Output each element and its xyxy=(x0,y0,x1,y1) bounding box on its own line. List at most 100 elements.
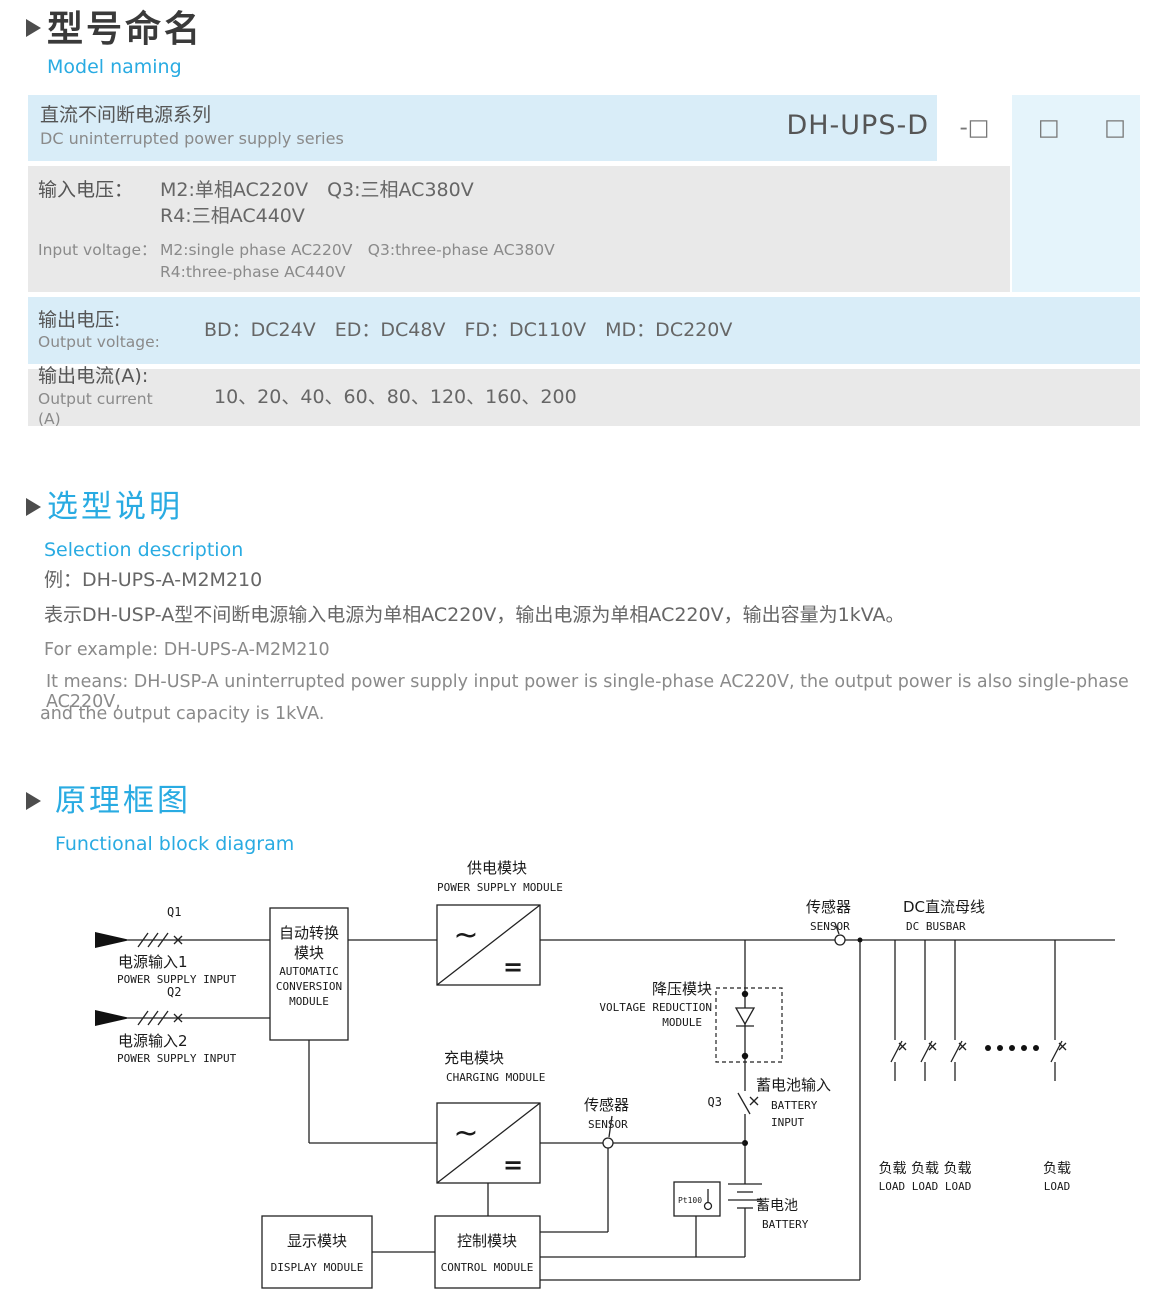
load-branch-3 xyxy=(950,940,967,1081)
code-boxes: □ □ xyxy=(1012,95,1140,161)
battery-label-en: BATTERY xyxy=(762,1218,809,1231)
busbar-sensor: 传感器 SENSOR xyxy=(806,898,851,946)
model-naming-title-en: Model naming xyxy=(47,55,182,78)
display-label-zh: 显示模块 xyxy=(287,1232,347,1250)
control-label-en: CONTROL MODULE xyxy=(441,1261,534,1274)
output-current-labels: 输出电流(A): Output current (A) xyxy=(28,365,178,429)
control-module: 控制模块 CONTROL MODULE xyxy=(372,937,863,1289)
section-marker-icon xyxy=(26,19,41,37)
battery-label-zh: 蓄电池 xyxy=(756,1198,798,1214)
series-cell: 直流不间断电源系列 DC uninterrupted power supply … xyxy=(28,95,937,150)
psm-dc-symbol: = xyxy=(503,953,523,981)
diagram-header: 原理框图 xyxy=(26,784,191,818)
output-voltage-labels: 输出电压: Output voltage: xyxy=(28,309,178,353)
section-marker-icon xyxy=(26,498,41,516)
input-voltage-label-zh: 输入电压： xyxy=(38,179,134,201)
output-current-label-en: Output current (A) xyxy=(38,390,153,429)
charging-sensor-label-zh: 传感器 xyxy=(584,1096,629,1114)
input-voltage-values-en-2: R4:three-phase AC440V xyxy=(160,262,346,281)
voltage-reduction-module: 降压模块 VOLTAGE REDUCTION MODULE xyxy=(599,940,783,1091)
charging-dc-symbol: = xyxy=(503,1151,523,1179)
busbar-label-zh: DC直流母线 xyxy=(903,898,985,916)
battery-input-label-en-1: BATTERY xyxy=(771,1099,818,1112)
charging-sensor-label-en: SENSOR xyxy=(588,1118,628,1131)
vrm-label-en-1: VOLTAGE REDUCTION xyxy=(599,1001,712,1014)
pt100-sensor: Pt100 xyxy=(673,1181,721,1257)
output-current-row: 输出电流(A): Output current (A) 10、20、40、60、… xyxy=(28,365,1140,428)
load-branches: 负载 负载 负载 LOAD LOAD LOAD 负载 LOAD xyxy=(879,940,1071,1193)
selection-desc-en-2: and the output capacity is 1kVA. xyxy=(40,704,325,724)
diagram-title-zh: 原理框图 xyxy=(55,783,191,819)
acm-label-en-3: MODULE xyxy=(289,995,329,1008)
selection-example-en: For example: DH-UPS-A-M2M210 xyxy=(44,640,330,660)
display-module: 显示模块 DISPLAY MODULE xyxy=(261,1215,373,1289)
acm-label-zh-1: 自动转换 xyxy=(279,924,339,942)
display-label-en: DISPLAY MODULE xyxy=(271,1261,364,1274)
charging-label-zh: 充电模块 xyxy=(444,1049,504,1067)
power-input-1-label-zh: 电源输入1 xyxy=(118,953,188,971)
load-right-label-en: LOAD xyxy=(1044,1180,1071,1193)
series-label-zh: 直流不间断电源系列 xyxy=(40,104,212,126)
model-code: DH-UPS-D xyxy=(786,110,929,141)
selection-title-zh: 选型说明 xyxy=(47,489,183,525)
q1-label: Q1 xyxy=(167,905,181,919)
control-label-zh: 控制模块 xyxy=(457,1232,517,1250)
busbar-sensor-label-en: SENSOR xyxy=(810,920,850,933)
battery-input-switch: Q3 蓄电池输入 BATTERY INPUT xyxy=(708,1076,831,1184)
load-branch-1 xyxy=(890,940,907,1081)
charging-sensor: 传感器 SENSOR xyxy=(584,1096,629,1149)
code-column-strip xyxy=(1012,95,1140,292)
load-branch-ellipsis xyxy=(985,1045,1039,1051)
model-naming-titles: 型号命名 Model naming xyxy=(47,10,203,78)
input-voltage-cell: 输入电压： M2:单相AC220V Q3:三相AC380V R4:三相AC440… xyxy=(28,166,1010,284)
selection-example-zh: 例：DH-UPS-A-M2M210 xyxy=(44,569,263,591)
output-current-values: 10、20、40、60、80、120、160、200 xyxy=(214,385,577,408)
acm-label-en-1: AUTOMATIC xyxy=(279,965,339,978)
selection-title-en: Selection description xyxy=(44,539,244,561)
pt100-label: Pt100 xyxy=(678,1196,702,1205)
output-voltage-label-zh: 输出电压: xyxy=(38,308,121,331)
psm-label-en: POWER SUPPLY MODULE xyxy=(437,881,563,894)
load-right-label-zh: 负载 xyxy=(1043,1161,1071,1177)
code-box-2: □ xyxy=(1038,115,1060,141)
q3-label: Q3 xyxy=(708,1095,722,1109)
output-voltage-values: BD：DC24V ED：DC48V FD：DC110V MD：DC220V xyxy=(204,318,733,341)
input-voltage-values-zh: M2:单相AC220V Q3:三相AC380V xyxy=(160,179,474,201)
code-box-1: -□ xyxy=(959,115,990,141)
input-voltage-values-zh-2: R4:三相AC440V xyxy=(160,204,305,227)
busbar-sensor-label-zh: 传感器 xyxy=(806,898,851,916)
power-input-2: Q2 电源输入2 POWER SUPPLY INPUT xyxy=(95,985,270,1065)
load-branch-4 xyxy=(1050,940,1067,1081)
battery: 蓄电池 BATTERY xyxy=(728,1183,809,1257)
selection-desc-en-1: It means: DH-USP-A uninterrupted power s… xyxy=(46,672,1129,712)
psm-label-zh: 供电模块 xyxy=(467,859,527,877)
loads-label-zh: 负载 负载 负载 xyxy=(879,1161,972,1177)
power-input-2-label-zh: 电源输入2 xyxy=(118,1032,188,1050)
output-current-label-zh: 输出电流(A): xyxy=(38,365,149,388)
selection-desc-zh: 表示DH-USP-A型不间断电源输入电源为单相AC220V，输出电源为单相AC2… xyxy=(44,604,905,626)
acm-label-en-2: CONVERSION xyxy=(276,980,342,993)
series-row: 直流不间断电源系列 DC uninterrupted power supply … xyxy=(28,95,937,161)
model-naming-header: 型号命名 Model naming xyxy=(26,10,203,78)
series-label-en: DC uninterrupted power supply series xyxy=(40,128,344,148)
vrm-label-en-2: MODULE xyxy=(662,1016,702,1029)
battery-input-label-zh: 蓄电池输入 xyxy=(756,1076,831,1094)
section-marker-icon xyxy=(26,792,41,810)
charging-ac-symbol: ~ xyxy=(453,1116,478,1151)
loads-label-en: LOAD LOAD LOAD xyxy=(879,1180,972,1193)
input-voltage-zh-line1: 输入电压： M2:单相AC220V Q3:三相AC380V xyxy=(38,178,1010,204)
q2-label: Q2 xyxy=(167,985,181,999)
load-branch-2 xyxy=(920,940,937,1081)
input-voltage-en-line1: Input voltage： M2:single phase AC220V Q3… xyxy=(38,240,1010,262)
input-voltage-values-en: M2:single phase AC220V Q3:three-phase AC… xyxy=(160,241,555,260)
vrm-label-zh: 降压模块 xyxy=(652,980,712,998)
automatic-conversion-module: 自动转换 模块 AUTOMATIC CONVERSION MODULE xyxy=(269,907,349,1041)
dc-busbar: DC直流母线 DC BUSBAR xyxy=(540,898,1115,941)
diagram-title-en: Functional block diagram xyxy=(55,833,295,855)
charging-label-en: CHARGING MODULE xyxy=(446,1071,545,1084)
battery-input-label-en-2: INPUT xyxy=(771,1116,804,1129)
functional-block-diagram: Q1 电源输入1 POWER SUPPLY INPUT Q2 电源输入2 POW… xyxy=(95,859,1115,1289)
acm-label-zh-2: 模块 xyxy=(294,944,324,962)
selection-header: 选型说明 xyxy=(26,490,183,524)
input-voltage-label-en: Input voltage： xyxy=(38,241,157,260)
